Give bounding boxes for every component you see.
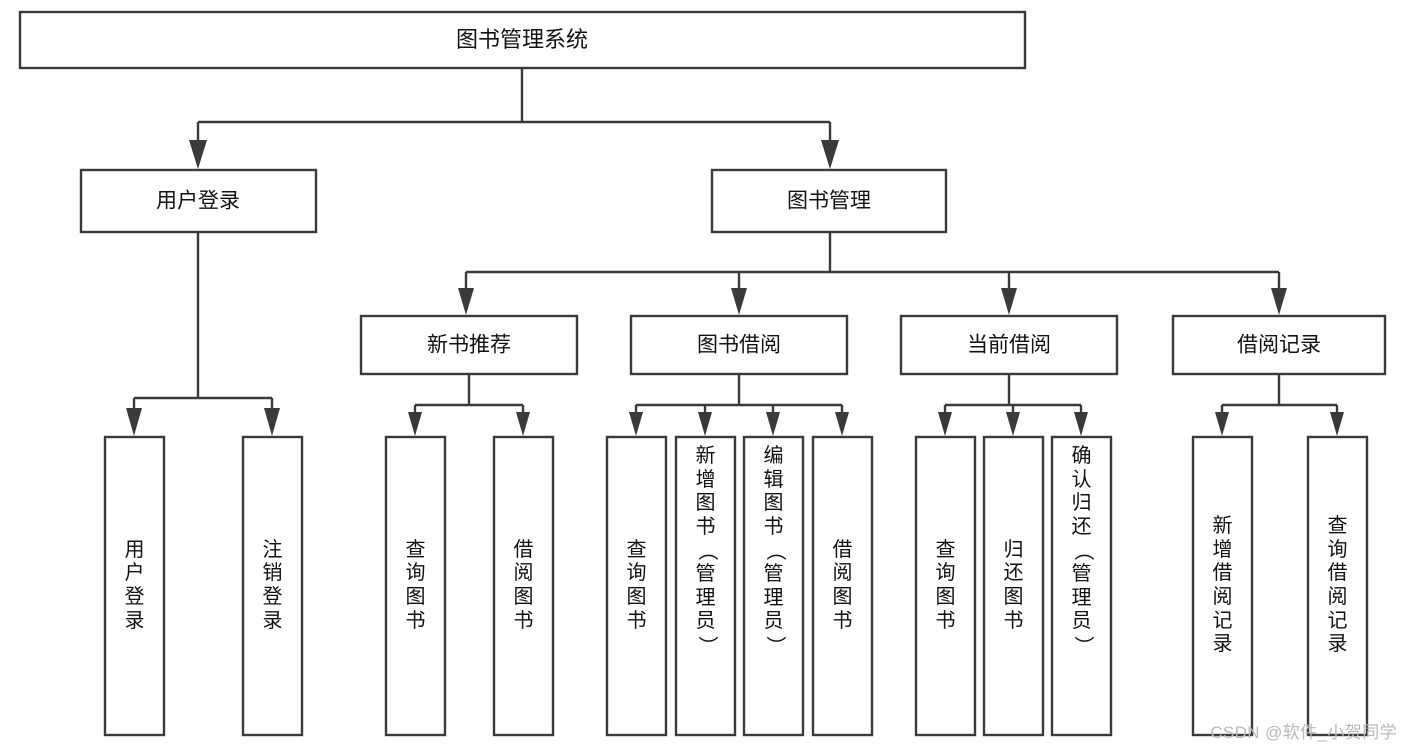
node-borrow-record-box[interactable]: [1171, 314, 1387, 376]
arrow-head-leaf-cb-2: [1006, 412, 1020, 436]
arrow-head-leaf-bb-3: [766, 412, 780, 436]
connector-group-current-borrow: [938, 374, 1088, 436]
leaf-box-bb-3[interactable]: [742, 435, 805, 737]
node-root-system-label: 图书管理系统: [456, 27, 588, 52]
leaf-box-user-login-2[interactable]: [241, 435, 304, 737]
leaf-box-cb-2[interactable]: [982, 435, 1045, 737]
node-borrow-record[interactable]: 借阅记录: [1171, 314, 1387, 376]
leaf-box-bb-4[interactable]: [811, 435, 874, 737]
leaf-box-user-login-1[interactable]: [103, 435, 166, 737]
connector-group-user-login: [126, 232, 280, 436]
connector-group-borrow-record: [1215, 374, 1344, 436]
arrow-head-book-borrow: [731, 288, 747, 315]
connector-group-book-manage: [458, 232, 1287, 315]
node-book-manage[interactable]: 图书管理: [710, 168, 948, 234]
arrow-head-leaf-nbr-1: [408, 412, 422, 436]
arrow-head-borrow-record: [1271, 288, 1287, 315]
arrow-head-leaf-user-login-1: [126, 408, 142, 436]
node-user-login-label: 用户登录: [156, 190, 240, 213]
node-current-borrow[interactable]: 当前借阅: [899, 314, 1119, 376]
node-book-borrow-label: 图书借阅: [697, 334, 781, 357]
leaf-box-nbr-2[interactable]: [492, 435, 555, 737]
node-book-borrow-box[interactable]: [629, 314, 849, 376]
leaf-box-nbr-1[interactable]: [384, 435, 447, 737]
leaf-box-cb-1[interactable]: [914, 435, 977, 737]
arrow-head-leaf-nbr-2: [516, 412, 530, 436]
node-new-book-recommend-box[interactable]: [359, 314, 579, 376]
connector-group-new-book-recommend: [408, 374, 530, 436]
node-book-borrow[interactable]: 图书借阅: [629, 314, 849, 376]
arrow-head-leaf-bb-1: [629, 412, 643, 436]
node-new-book-recommend[interactable]: 新书推荐: [359, 314, 579, 376]
arrow-head-leaf-user-login-2: [264, 408, 280, 436]
leaf-box-bb-2[interactable]: [674, 435, 737, 737]
arrow-head-leaf-br-2: [1330, 412, 1344, 436]
leaf-box-bb-1[interactable]: [605, 435, 668, 737]
node-user-login-box[interactable]: [79, 168, 318, 234]
leaf-box-br-2[interactable]: [1306, 435, 1369, 737]
node-new-book-recommend-label: 新书推荐: [427, 334, 511, 357]
leaf-box-br-1[interactable]: [1191, 435, 1254, 737]
connector-group-root: [189, 68, 839, 169]
arrow-head-leaf-cb-1: [938, 412, 952, 436]
arrow-head-user-login: [189, 140, 207, 169]
node-user-login[interactable]: 用户登录: [79, 168, 318, 234]
arrow-head-new-book-recommend: [458, 288, 474, 315]
arrow-head-book-manage: [821, 140, 839, 169]
csdn-watermark: CSDN @软件_小贺同学: [1210, 723, 1397, 742]
node-current-borrow-box[interactable]: [899, 314, 1119, 376]
node-book-manage-label: 图书管理: [787, 190, 871, 213]
arrow-head-current-borrow: [1001, 288, 1017, 315]
leaf-box-cb-3[interactable]: [1050, 435, 1113, 737]
arrow-head-leaf-br-1: [1215, 412, 1229, 436]
node-current-borrow-label: 当前借阅: [967, 334, 1051, 357]
arrow-head-leaf-bb-2: [698, 412, 712, 436]
node-book-manage-box[interactable]: [710, 168, 948, 234]
node-root-system[interactable]: 图书管理系统: [18, 10, 1027, 70]
arrow-head-leaf-cb-3: [1074, 412, 1088, 436]
node-root-system-box[interactable]: [18, 10, 1027, 70]
connector-group-book-borrow: [629, 374, 849, 436]
arrow-head-leaf-bb-4: [835, 412, 849, 436]
node-borrow-record-label: 借阅记录: [1237, 334, 1321, 357]
